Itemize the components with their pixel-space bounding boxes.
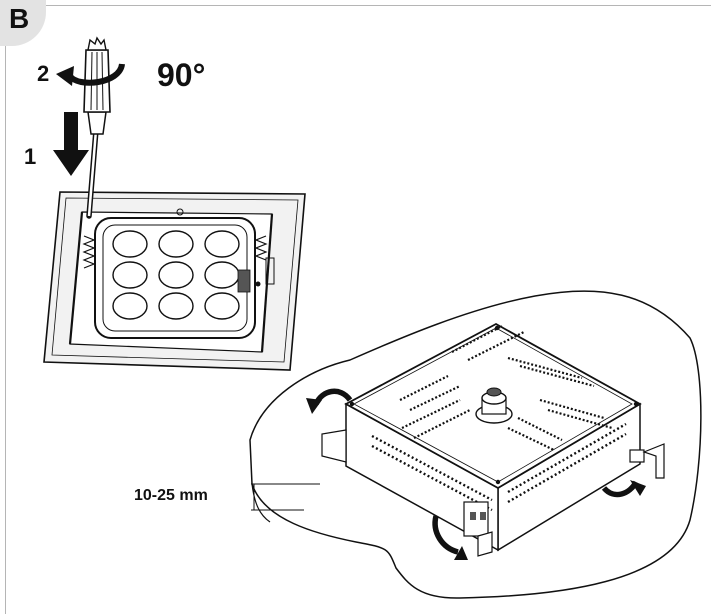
corner-screw-4 [495, 479, 501, 485]
box-top-rim [353, 327, 633, 483]
screwdriver-cap [87, 36, 107, 51]
step-one-label: 1 [24, 144, 37, 169]
frame-top-screw [176, 208, 184, 216]
depth-dimension [251, 483, 320, 511]
burner-7 [112, 292, 148, 320]
frame-top-border [46, 5, 711, 6]
cutout-edge-left [68, 211, 84, 345]
down-arrow-icon [53, 112, 89, 176]
vent-slots-top [399, 325, 613, 451]
burner-grid [112, 230, 240, 320]
screwdriver-icon [83, 36, 111, 219]
corner-screw-3 [349, 401, 355, 407]
bottom-clip [463, 501, 493, 557]
side-clip-right [629, 443, 665, 479]
rotate-arrow-icon [67, 63, 125, 86]
burner-8 [158, 292, 194, 320]
frame-left-border [5, 46, 6, 614]
control-dot [255, 281, 261, 287]
corner-screw-1 [494, 325, 500, 331]
top-knob [475, 387, 513, 424]
screwdriver-shaft-highlight [87, 129, 98, 217]
rotation-angle-label: 90° [157, 57, 206, 93]
spring-clip-left [82, 235, 96, 269]
burner-3 [204, 230, 240, 258]
panel-letter: B [9, 3, 30, 34]
frame-side-bracket [265, 257, 275, 285]
rotate-arrowhead [56, 66, 74, 86]
curved-arrowhead-right [630, 480, 646, 496]
burner-9 [204, 292, 240, 320]
curved-arrowhead-bottom [454, 546, 468, 560]
cutout-edge-right [260, 213, 274, 353]
curved-arrow-bottom [432, 515, 459, 555]
vent-slots-right [507, 422, 627, 504]
appliance-box [321, 322, 665, 557]
panel-badge: B [0, 0, 46, 46]
vent-slots-left [371, 434, 493, 512]
screwdriver-ferrule [87, 111, 107, 135]
hob-assembly [43, 191, 306, 371]
burner-6 [204, 261, 240, 289]
hob-base-inner [51, 197, 299, 363]
side-clip-left [321, 429, 347, 463]
burner-2 [158, 230, 194, 258]
control-block [237, 269, 251, 293]
corner-screw-2 [633, 401, 639, 407]
step-two-label: 2 [37, 61, 50, 86]
countertop-edge [251, 483, 271, 523]
depth-range-label: 10-25 mm [134, 487, 208, 504]
burner-4 [112, 261, 148, 289]
burner-5 [158, 261, 194, 289]
burner-1 [112, 230, 148, 258]
curved-arrowhead-left [306, 398, 322, 414]
